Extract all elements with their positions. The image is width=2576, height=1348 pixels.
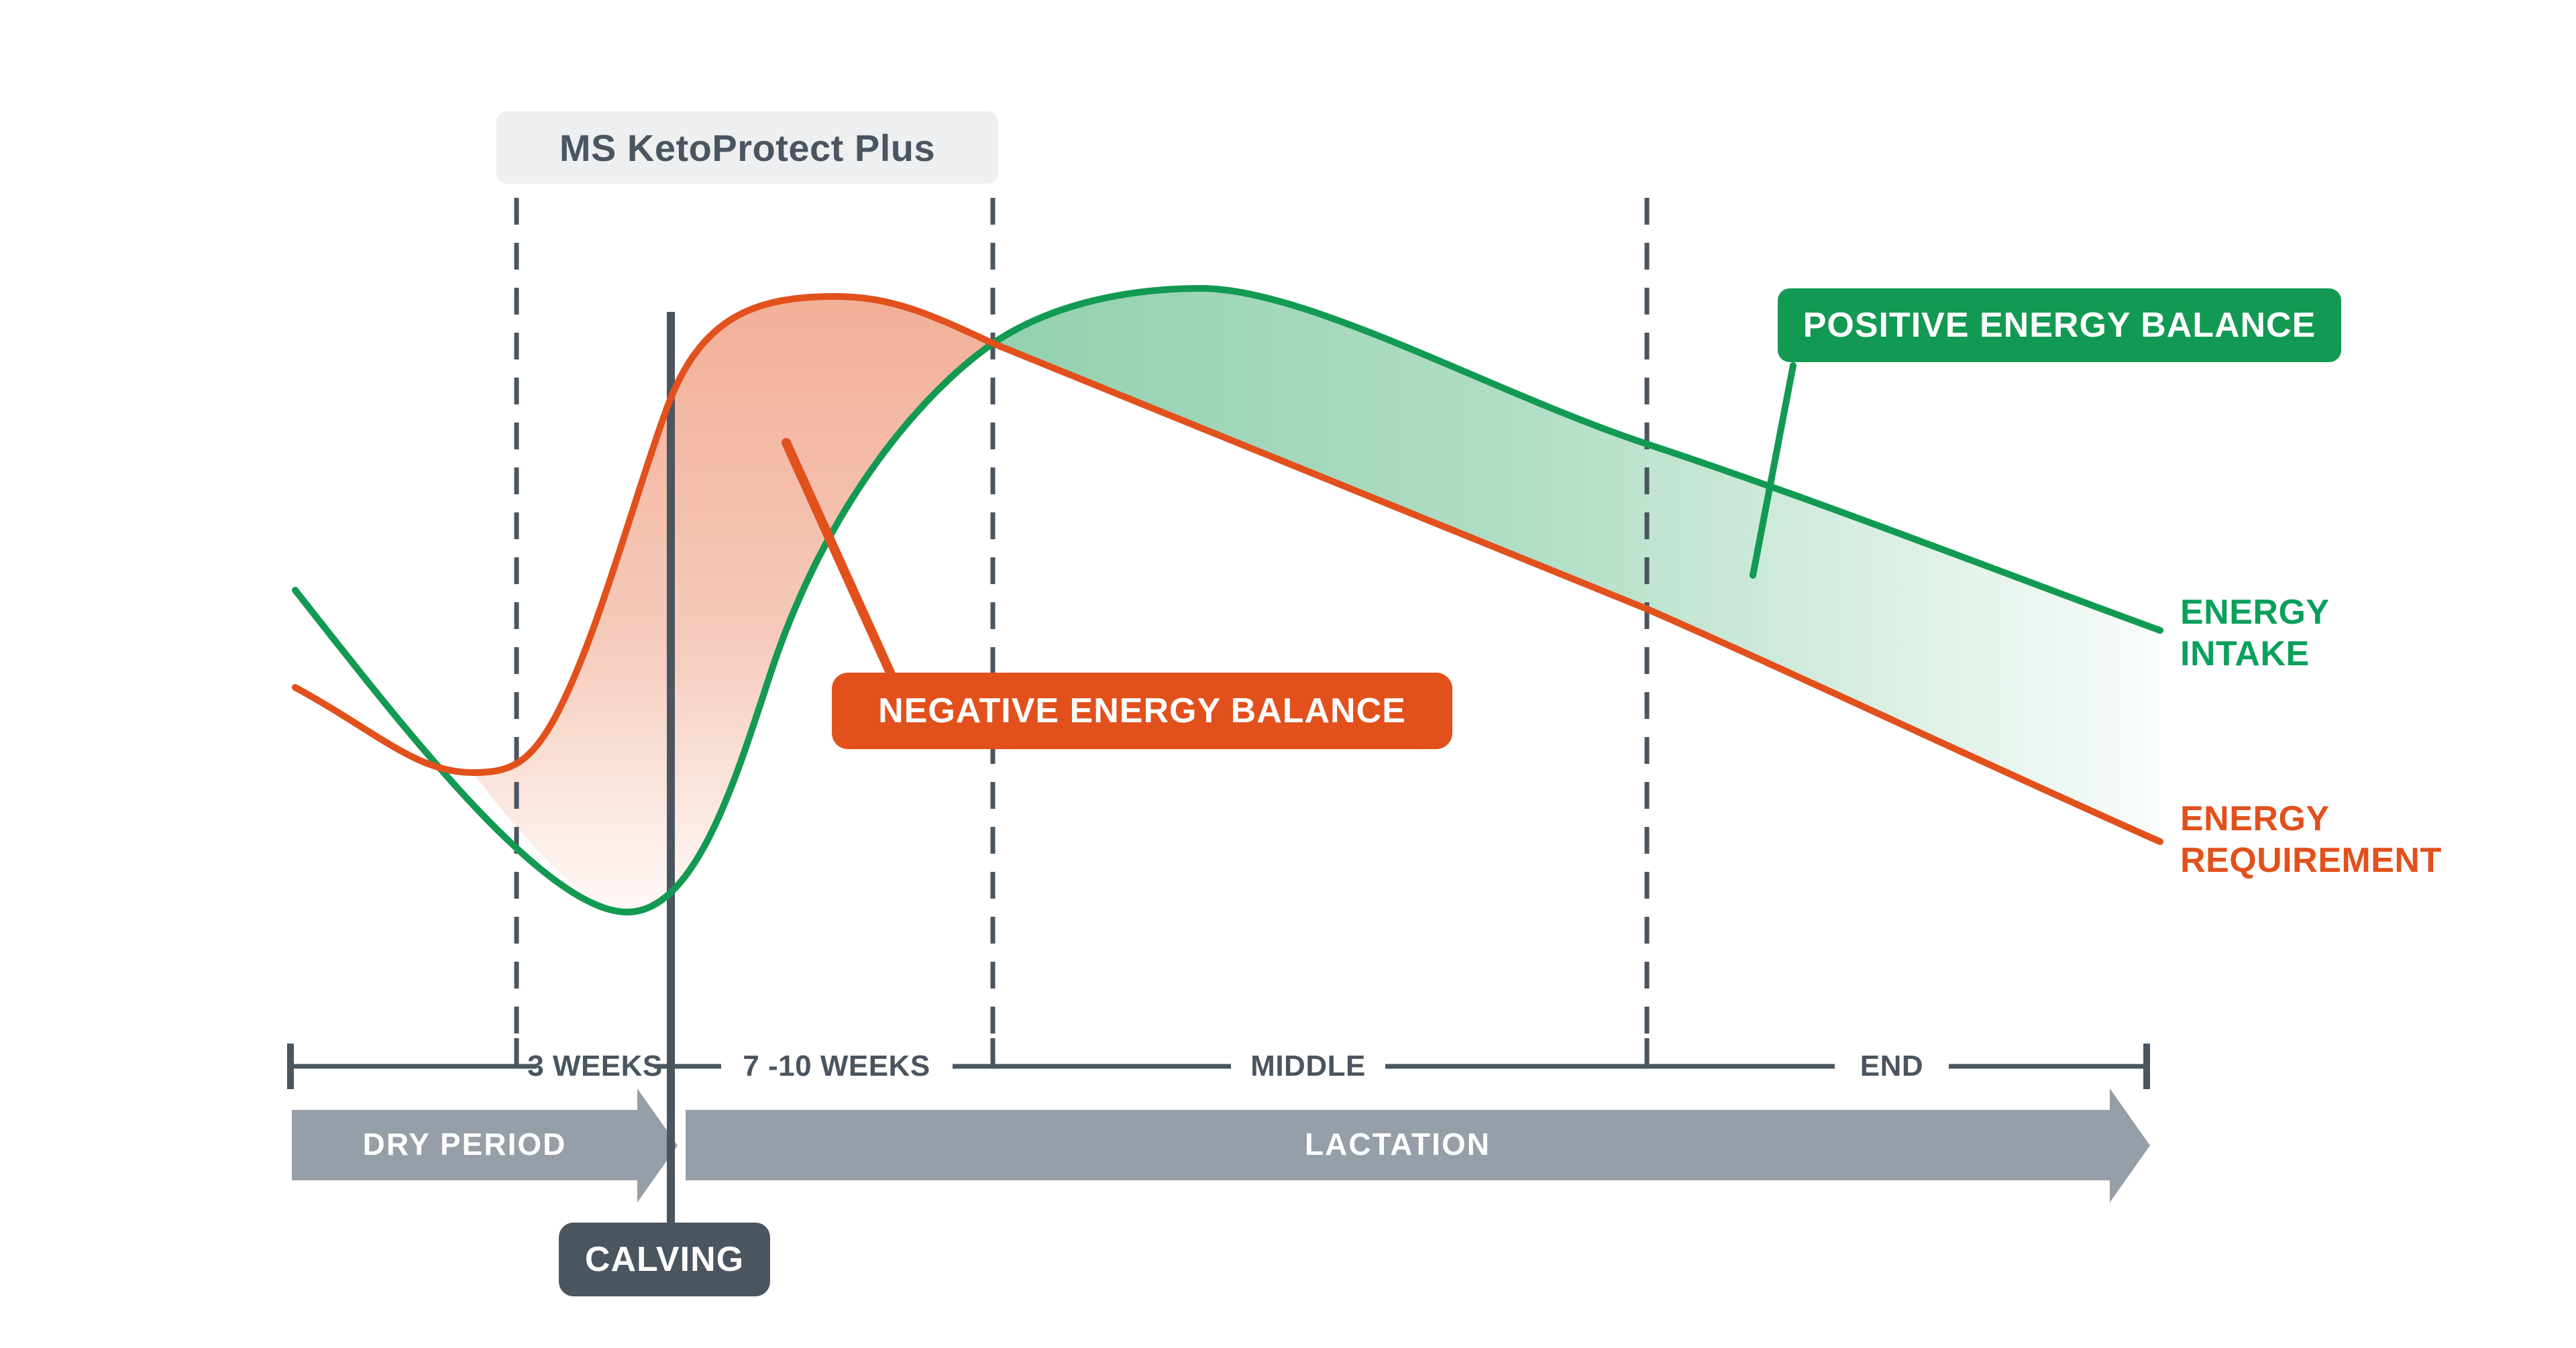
negative-energy-balance-badge: NEGATIVE ENERGY BALANCE [832, 673, 1452, 749]
axis-label-end: END [1860, 1050, 1924, 1082]
lactation-label: LACTATION [686, 1108, 2110, 1180]
energy-requirement-curve [292, 292, 2163, 845]
negative-energy-balance-area [473, 296, 993, 912]
energy-intake-label: ENERGY INTAKE [2180, 592, 2330, 675]
energy-intake-label-line1: ENERGY [2180, 593, 2330, 632]
calving-badge-label: CALVING [584, 1240, 745, 1279]
timeline-axis-ticks [514, 1038, 1650, 1068]
product-title-badge: MS KetoProtect Plus [496, 111, 998, 184]
energy-requirement-label: ENERGY REQUIREMENT [2180, 798, 2442, 881]
positive-badge-label: POSITIVE ENERGY BALANCE [1803, 306, 2316, 345]
dry-period-label-text: DRY PERIOD [362, 1127, 567, 1162]
calving-badge: CALVING [559, 1223, 770, 1296]
timeline-axis-end-caps [287, 1044, 2150, 1089]
positive-energy-balance-badge: POSITIVE ENERGY BALANCE [1778, 288, 2341, 362]
positive-badge-pointer-line [1750, 362, 1796, 579]
lactation-label-text: LACTATION [1305, 1127, 1491, 1162]
lactation-arrow [686, 1088, 2150, 1202]
negative-badge-label: NEGATIVE ENERGY BALANCE [878, 691, 1406, 730]
axis-label-3-weeks: 3 WEEKS [527, 1050, 663, 1082]
axis-label-middle: MIDDLE [1250, 1050, 1366, 1082]
energy-intake-label-line2: INTAKE [2180, 634, 2310, 673]
dry-period-label: DRY PERIOD [292, 1108, 637, 1180]
negative-badge-pointer-line [782, 438, 896, 679]
dry-period-arrow [292, 1088, 678, 1202]
axis-label-7-10-weeks: 7 -10 WEEKS [743, 1050, 930, 1082]
positive-energy-balance-area [993, 288, 2160, 842]
energy-requirement-label-line2: REQUIREMENT [2180, 841, 2442, 880]
product-title-text: MS KetoProtect Plus [559, 126, 936, 169]
energy-requirement-label-line1: ENERGY [2180, 799, 2330, 838]
